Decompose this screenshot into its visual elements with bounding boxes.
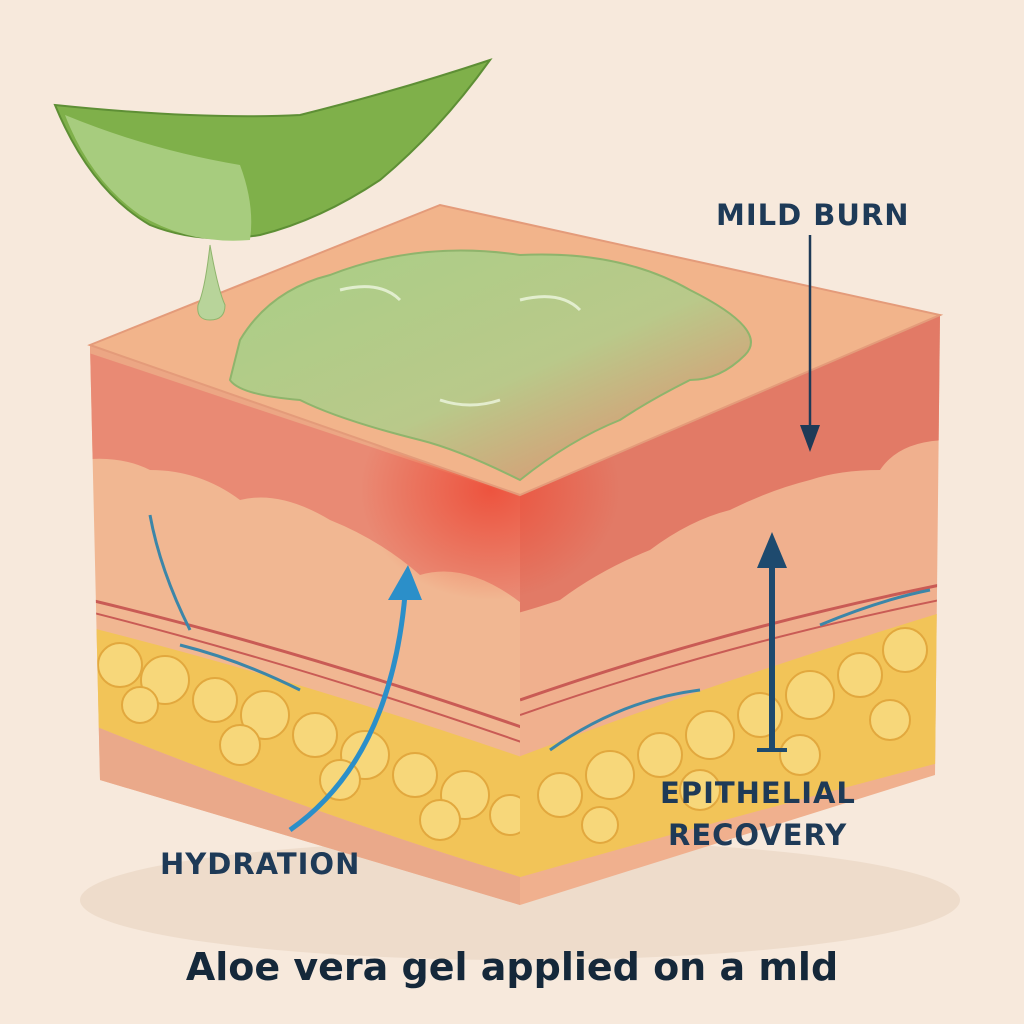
gel-drop (197, 244, 226, 321)
caption: Aloe vera gel applied on a mld (185, 945, 839, 989)
mild-burn-arrow (800, 235, 820, 452)
vessel-line (90, 598, 520, 732)
label-recovery: RECOVERY (668, 818, 848, 852)
hydration-arrow (288, 565, 422, 833)
aloe-leaf (53, 58, 493, 321)
label-hydration: HYDRATION (160, 847, 361, 881)
label-mild-burn: MILD BURN (716, 198, 910, 232)
aloe-gel-blob (228, 249, 752, 482)
epithelial-recovery-arrow (757, 532, 787, 752)
label-epithelial: EPITHELIAL (660, 776, 856, 810)
